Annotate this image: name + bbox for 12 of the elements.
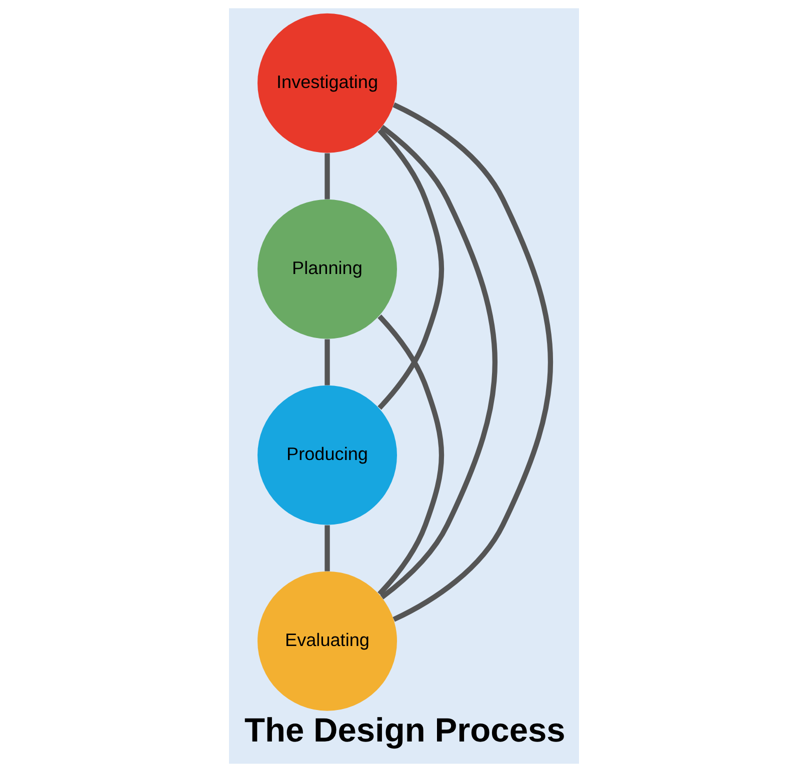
node-circle: Evaluating [258, 571, 397, 711]
diagram-title: The Design Process [244, 712, 566, 750]
connector [378, 314, 444, 596]
connector [378, 128, 444, 410]
connector [392, 102, 553, 622]
connector [324, 339, 330, 386]
node-circle: Producing [258, 385, 397, 525]
connector [380, 124, 498, 600]
connector [324, 153, 330, 200]
node-circle: Investigating [258, 13, 397, 153]
connector [324, 525, 330, 572]
node-circle: Planning [258, 199, 397, 339]
